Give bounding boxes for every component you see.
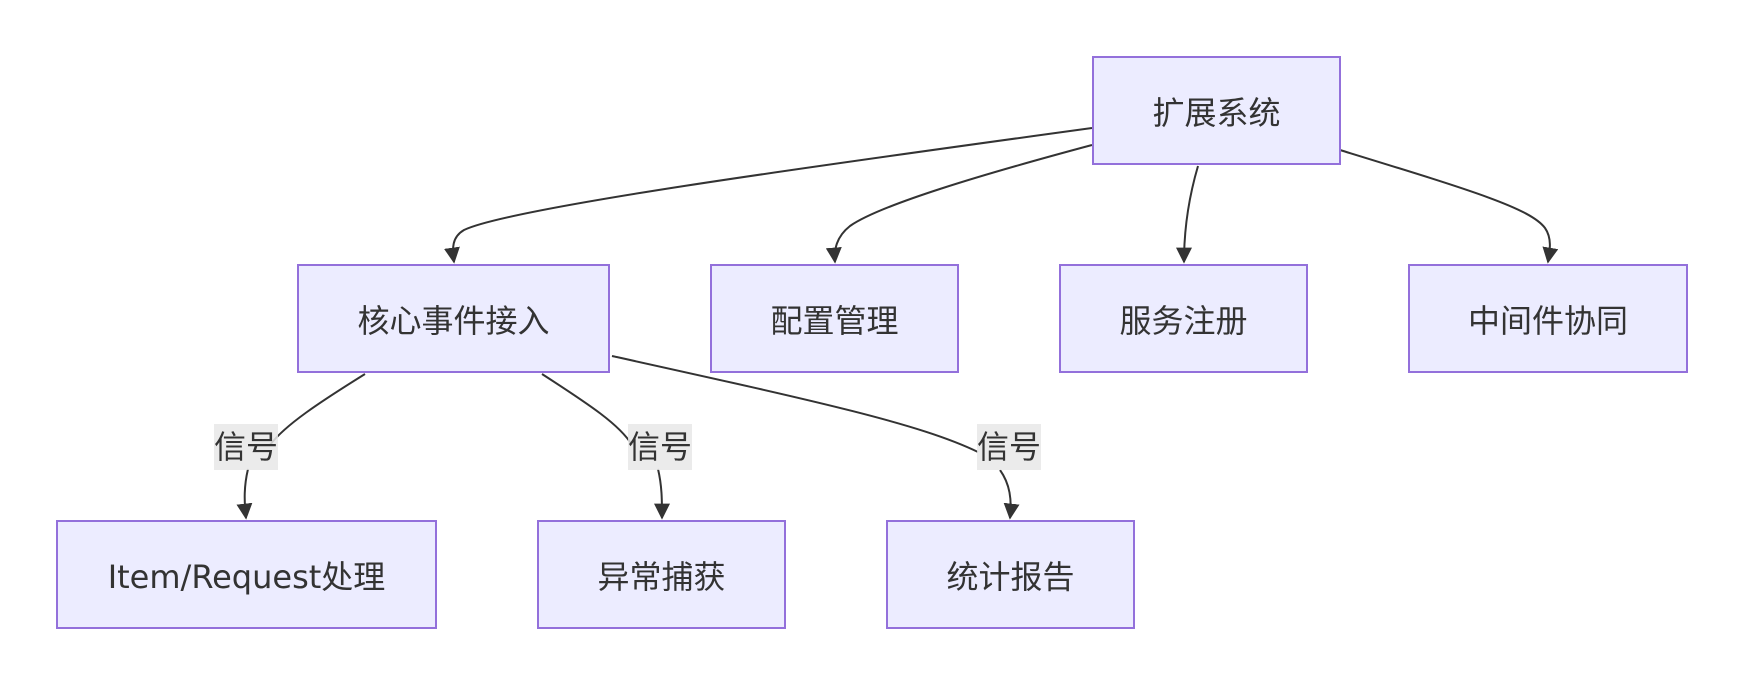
edge-label-core-item: 信号 [214,424,278,470]
node-stats[interactable]: 统计报告 [886,520,1135,629]
node-config[interactable]: 配置管理 [710,264,959,373]
node-root[interactable]: 扩展系统 [1092,56,1341,165]
edge-root-service [1176,165,1199,264]
edge-label-core-stats: 信号 [977,424,1041,470]
node-core[interactable]: 核心事件接入 [297,264,610,373]
node-middleware[interactable]: 中间件协同 [1408,264,1688,373]
edge-root-core [444,127,1093,264]
edge-label-core-exception: 信号 [628,424,692,470]
node-exception[interactable]: 异常捕获 [537,520,786,629]
node-item[interactable]: Item/Request处理 [56,520,437,629]
edge-root-config [825,144,1093,264]
node-service[interactable]: 服务注册 [1059,264,1308,373]
edge-core-exception [541,373,662,518]
edge-root-middleware [1339,149,1559,264]
edge-core-stats [611,355,1011,518]
